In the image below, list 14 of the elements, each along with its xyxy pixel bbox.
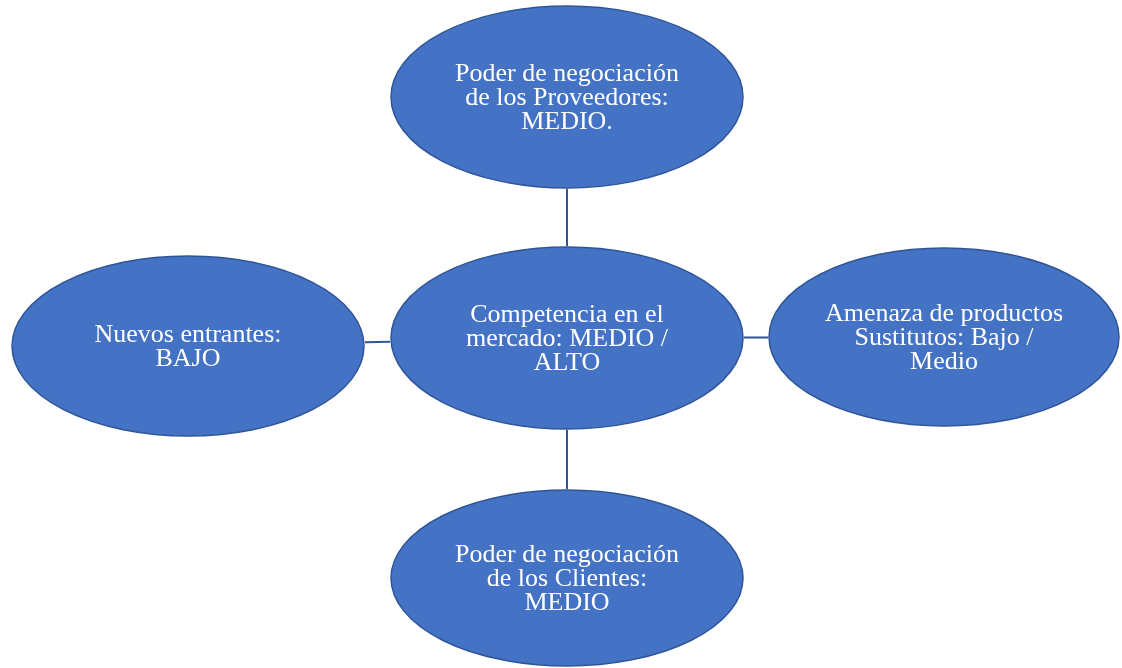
ellipse-node xyxy=(390,5,744,189)
connector-line xyxy=(566,188,568,247)
ellipse-node xyxy=(390,246,744,430)
node-text: Poder de negociación de los Clientes: MEDIO xyxy=(454,542,680,614)
node-text: Nuevos entrantes: BAJO xyxy=(93,322,283,370)
ellipse-node xyxy=(390,489,744,667)
node-text: Amenaza de productos Sustitutos: Bajo / Medio xyxy=(823,301,1065,373)
node-text: Poder de negociación de los Proveedores: MEDIO. xyxy=(454,61,680,133)
connector-line xyxy=(363,340,392,344)
node-text: Competencia en el mercado: MEDIO / ALTO xyxy=(464,302,670,374)
connector-line xyxy=(743,336,769,339)
ellipse-node xyxy=(11,255,365,437)
connector-line xyxy=(566,429,568,490)
ellipse-node xyxy=(768,247,1120,427)
